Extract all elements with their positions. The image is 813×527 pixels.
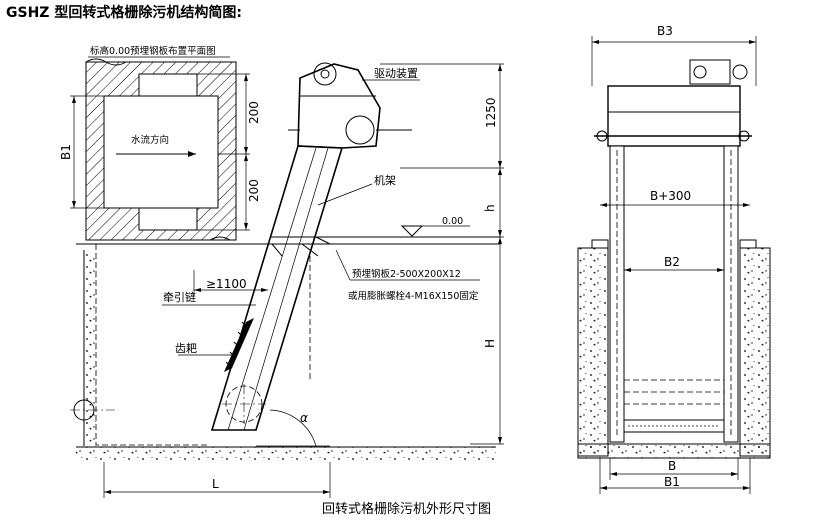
embedded-plate-top (138, 73, 198, 97)
plan-view (70, 56, 250, 241)
dim-b3: B3 (657, 24, 673, 38)
left-wall (577, 247, 609, 457)
embed-plate-label: 预埋钢板2-500X200X12 (352, 268, 461, 280)
dim-h-small: h (483, 204, 497, 212)
dim-1250: 1250 (484, 97, 498, 128)
figure-caption: 回转式格栅除污机外形尺寸图 (321, 502, 491, 517)
embedded-plate-bottom (138, 207, 198, 231)
frame-label: 机架 (374, 173, 396, 187)
dim-alpha: α (300, 411, 308, 425)
dim-b: B (668, 459, 676, 473)
dim-l: L (212, 477, 219, 491)
dim-b1-right: B1 (664, 475, 680, 489)
rake-label: 齿耙 (175, 342, 197, 355)
page-title: GSHZ 型回转式格栅除污机结构简图: (6, 5, 242, 21)
chain-label: 牵引链 (163, 290, 196, 304)
dim-b2: B2 (664, 255, 680, 269)
flow-direction-label: 水流方向 (131, 134, 169, 146)
dim-h-large: H (483, 339, 497, 348)
front-view (577, 36, 771, 494)
dim-200-bottom: 200 (247, 179, 261, 202)
dim-200-top: 200 (247, 101, 261, 124)
level-label: 0.00 (442, 216, 463, 227)
right-wall (739, 247, 771, 457)
drive-unit-label: 驱动装置 (374, 67, 418, 80)
dim-1100: ≥1100 (206, 277, 247, 291)
concrete-floor (76, 447, 496, 461)
plan-view-label: 标高0.00预埋钢板布置平面图 (90, 45, 216, 57)
dim-b1-left: B1 (59, 144, 73, 160)
expansion-bolt-label: 或用膨胀螺栓4-M16X150固定 (348, 290, 479, 302)
side-view (70, 62, 504, 498)
dim-b-plus-300: B+300 (650, 189, 691, 203)
